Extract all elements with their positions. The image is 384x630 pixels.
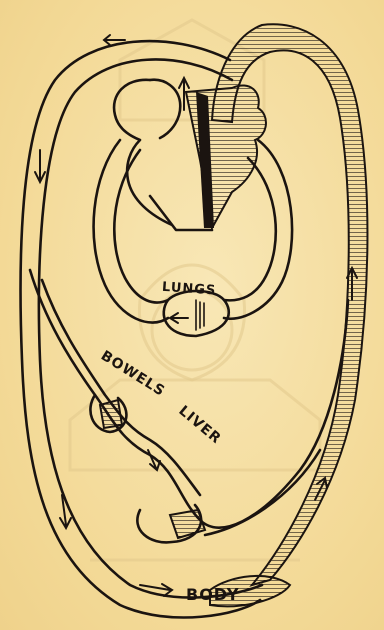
arrow-lungs [170, 313, 188, 323]
bowel-hatch [100, 400, 122, 428]
heart-left-outline [150, 80, 180, 138]
label-bowels: BOWELS [98, 348, 168, 400]
portal-vein [30, 270, 348, 528]
heart-left-atrium [114, 80, 172, 225]
label-liver: LIVER [175, 403, 224, 448]
label-body: BODY [186, 585, 240, 604]
pulmonary-loop-outer [94, 140, 168, 323]
arrow-left-down [35, 150, 45, 182]
liver-hatch [170, 510, 205, 538]
portal-vein-inner [42, 280, 200, 495]
lungs-capillary-hatch [196, 300, 204, 330]
